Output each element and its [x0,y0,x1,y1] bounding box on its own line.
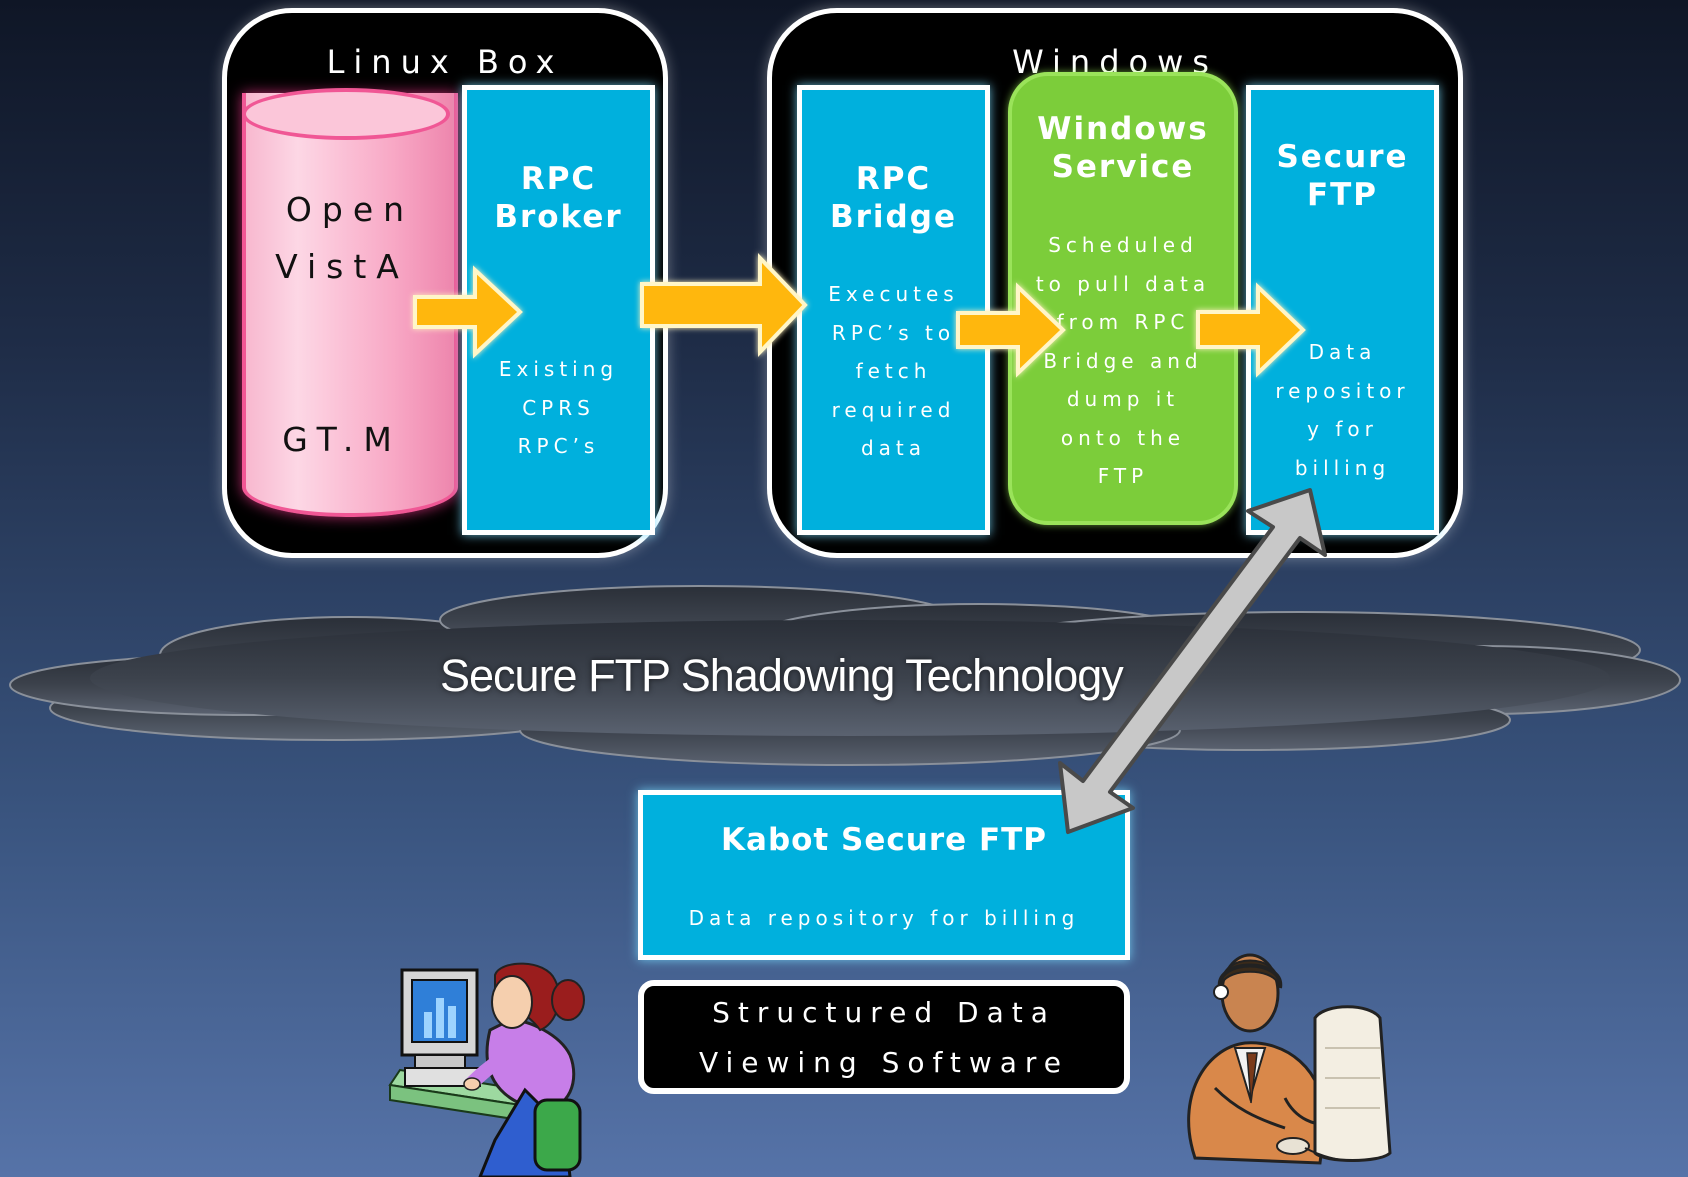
windows-service-title: Windows Service [1037,111,1209,185]
database-label-gtm: GT.M [282,420,402,459]
kabot-title: Kabot Secure FTP [721,822,1047,858]
kabot-subtitle: Data repository for billing [688,906,1080,930]
man-at-computer-icon [1187,953,1392,1165]
secure-ftp-description: Data repositor y for billing [1275,340,1410,480]
linux-box-title: Linux Box [326,43,564,81]
database-cylinder-top [242,88,450,140]
rpc-broker-title: RPC Broker [494,161,623,235]
rpc-bridge-description: Executes RPC’s to fetch required data [828,282,959,460]
kabot-secure-ftp-panel: Kabot Secure FTP Data repository for bil… [638,790,1130,960]
secure-ftp-title: Secure FTP [1276,139,1409,213]
database-label-open: Open [285,190,415,229]
cloud-label: Secure FTP Shadowing Technology [440,650,1124,701]
viewer-software-box: Structured Data Viewing Software [638,980,1130,1094]
windows-service-description: Scheduled to pull data from RPC Bridge a… [1035,233,1211,488]
rpc-bridge-title: RPC Bridge [830,161,957,235]
database-label-vista: VistA [275,247,409,286]
viewer-line1: Structured Data [712,996,1056,1029]
viewer-line2: Viewing Software [698,1046,1070,1079]
rpc-broker-description: Existing CPRS RPC’s [498,357,619,458]
database-cylinder [242,93,458,517]
woman-at-computer-icon [388,962,585,1177]
